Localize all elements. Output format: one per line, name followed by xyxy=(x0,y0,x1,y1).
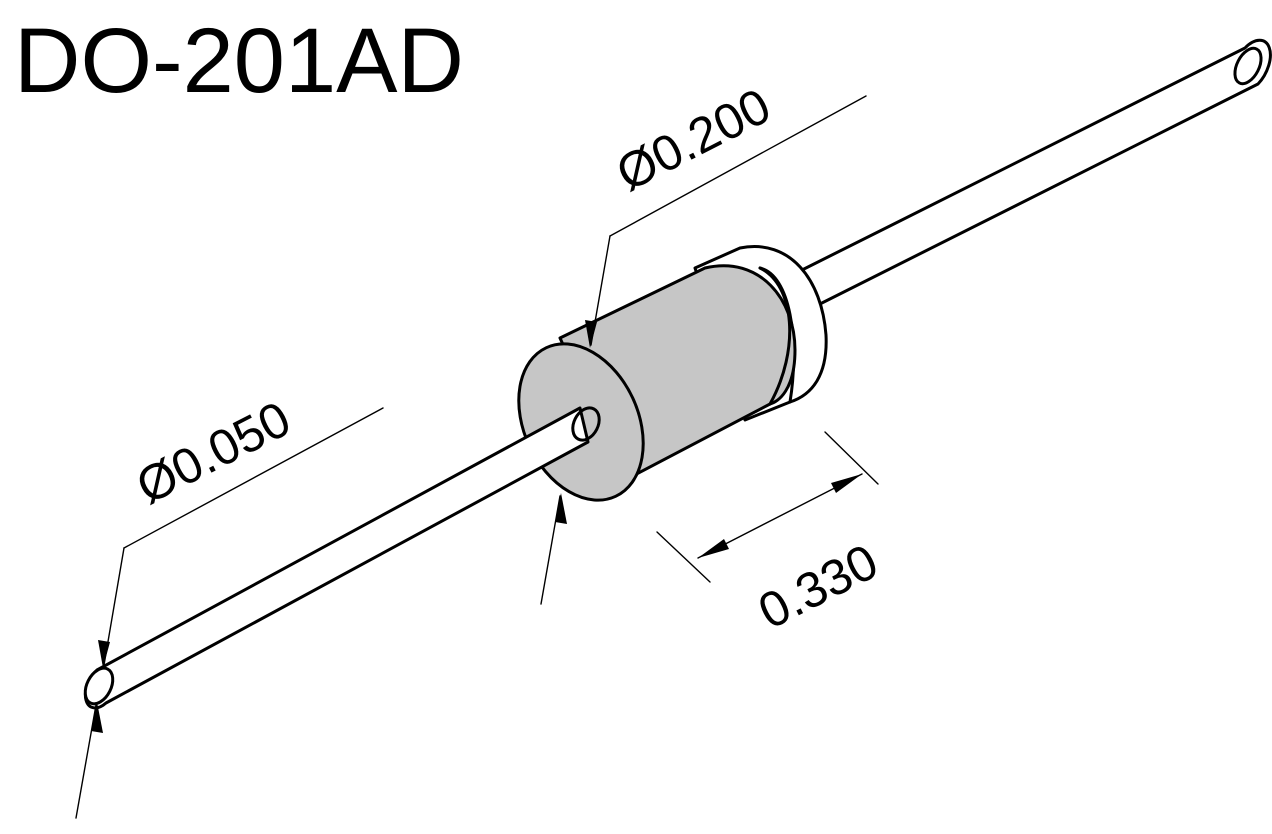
dimension-leader-line xyxy=(123,407,384,549)
dimension-leader-line xyxy=(609,95,867,237)
body-length-label: 0.330 xyxy=(750,533,887,640)
lead-diameter-label: Ø0.050 xyxy=(128,390,300,514)
body-diameter-label: Ø0.200 xyxy=(608,77,780,201)
dimension-body-length: 0.330 xyxy=(656,431,887,640)
right-lead xyxy=(788,38,1272,316)
dimension-extension-line xyxy=(656,531,711,583)
left-lead xyxy=(83,406,601,710)
dimension-arrow-icon xyxy=(98,640,110,668)
dimension-arrow-icon xyxy=(91,702,103,733)
package-title: DO-201AD xyxy=(14,10,464,112)
dimension-arrow-icon xyxy=(831,474,862,493)
dimension-arrow-icon xyxy=(698,539,729,558)
dimension-arrow-icon xyxy=(555,493,567,524)
dimension-extension-line xyxy=(824,431,879,485)
dimension-arrow-icon xyxy=(585,320,597,348)
